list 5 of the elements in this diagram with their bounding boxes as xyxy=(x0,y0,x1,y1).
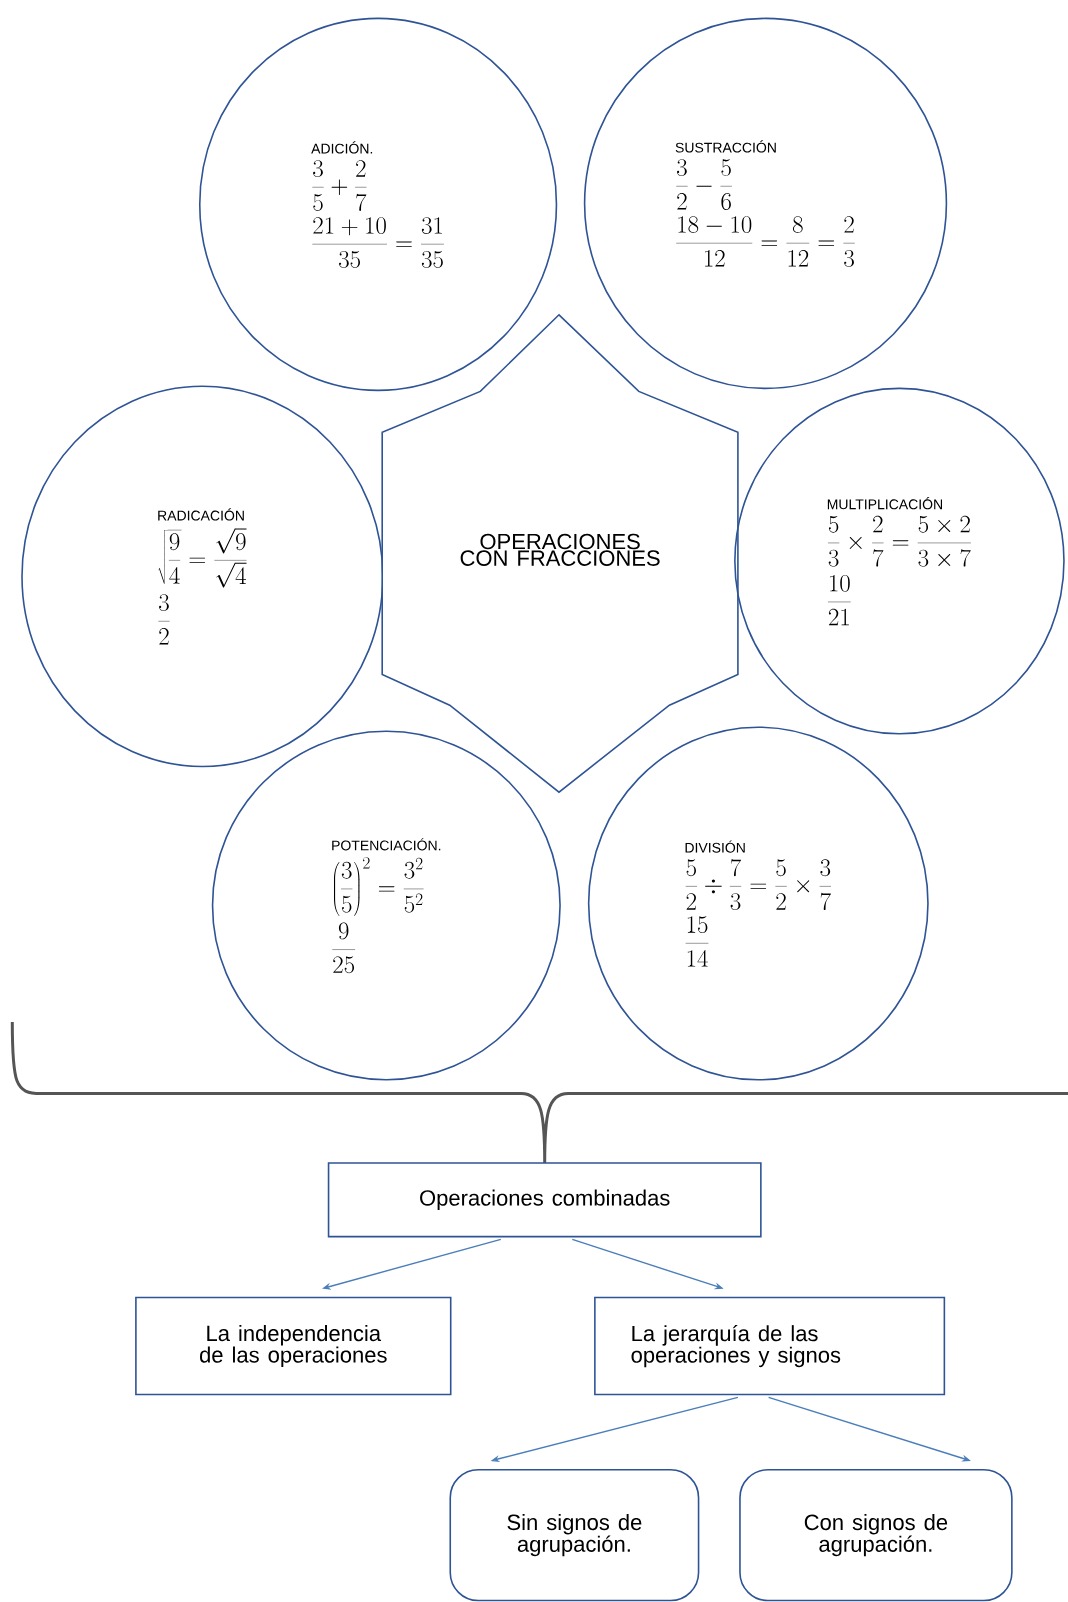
rounded-box: Con signos de agrupación. xyxy=(739,1468,1013,1602)
process-box: La jerarquía de las operaciones y signos xyxy=(594,1296,946,1396)
process-box: Operaciones combinadas xyxy=(327,1162,762,1238)
process-box: La independencia de las operaciones xyxy=(135,1296,452,1396)
rounded-box: Sin signos de agrupación. xyxy=(449,1468,700,1602)
